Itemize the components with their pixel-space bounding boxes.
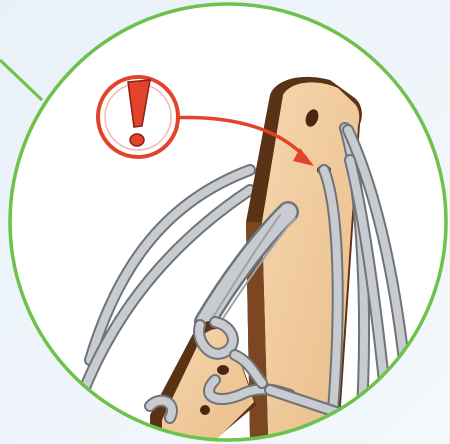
exclamation-warning-icon (98, 77, 178, 157)
callout-leader-line (0, 60, 42, 100)
